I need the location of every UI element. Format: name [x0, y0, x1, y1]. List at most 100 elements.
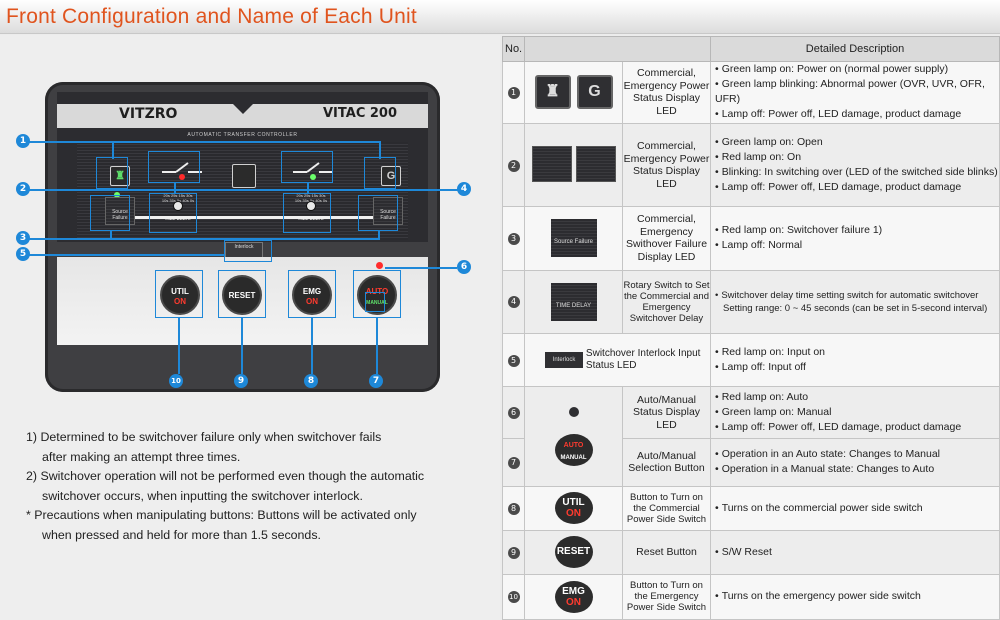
highlight-emg-failure — [358, 195, 398, 231]
desc-line: Lamp off: Power off, LED damage, product… — [715, 420, 999, 435]
callout-line — [28, 254, 224, 256]
desc-line: Green lamp on: Manual — [715, 405, 999, 420]
callout-line — [385, 267, 457, 269]
desc-line: Lamp off: Power off, LED damage, product… — [715, 107, 999, 122]
desc-line: Blinking: In switching over (LED of the … — [715, 165, 999, 180]
row-number: 9 — [507, 546, 520, 559]
callout-9: 9 — [234, 374, 248, 388]
highlight-util-led — [96, 157, 128, 189]
page-title: Front Configuration and Name of Each Uni… — [6, 5, 417, 28]
notes: 1) Determined to be switchover failure o… — [26, 428, 496, 545]
emg-label: EMG — [302, 287, 322, 296]
row-description: Turns on the emergency power side switch — [710, 573, 1000, 620]
util-time-delay-dial[interactable]: 20s 25s 15s 30s 10s 35s 5s 40s 0s 45s TI… — [160, 193, 196, 223]
header-blank — [524, 36, 711, 62]
row-name: Commercial, Emergency Swithover Failure … — [622, 206, 711, 271]
desc-line: Red lamp on: On — [715, 150, 999, 165]
highlight-util-switch — [148, 151, 200, 183]
table-row: 5 Interlock Switchover Interlock Input S… — [502, 333, 1000, 388]
row-description: Green lamp on: Open Red lamp on: On Blin… — [710, 123, 1000, 208]
desc-line: Green lamp on: Power on (normal power su… — [715, 62, 999, 77]
note-line: switchover occurs, when inputting the sw… — [42, 488, 363, 503]
generator-icon: G — [381, 166, 401, 186]
highlight-util-dial — [149, 193, 197, 233]
left-section: VITZRO VITAC 200 AUTOMATIC TRANSFER CONT… — [0, 35, 500, 620]
note-line: 1) Determined to be switchover failure o… — [26, 430, 382, 444]
row-image: UTIL ON — [524, 485, 623, 531]
row-number: 8 — [507, 502, 520, 515]
callout-line — [178, 318, 180, 374]
callout-3: 3 — [16, 231, 30, 245]
callout-4: 4 — [457, 182, 471, 196]
interlock-indicator: Interlock — [545, 352, 583, 369]
row-number: 10 — [507, 591, 520, 604]
dial-knob[interactable] — [173, 201, 183, 211]
utility-tower-icon: ♜ — [110, 166, 130, 186]
brand-logo-right: VITAC 200 — [323, 106, 398, 121]
callout-8: 8 — [304, 374, 318, 388]
switch-symbol-icon — [575, 145, 616, 182]
dial-knob[interactable] — [306, 201, 316, 211]
row-number: 3 — [507, 232, 520, 245]
row-description: Green lamp on: Power on (normal power su… — [710, 60, 1000, 125]
callout-line — [174, 183, 176, 193]
row-number: 1 — [507, 86, 520, 99]
auto-label: AUTO — [563, 442, 584, 450]
auto-led-icon — [568, 407, 579, 418]
unit-description-table: No. Detailed Description 1 ♜G Commercial… — [502, 36, 1000, 620]
row-description: Switchover delay time setting switch for… — [710, 269, 1000, 335]
util-label: UTIL — [562, 497, 585, 509]
table-row: 3 Source Failure Commercial, Emergency S… — [502, 206, 1000, 271]
callout-line — [311, 318, 313, 374]
callout-line — [376, 318, 378, 374]
util-on-button[interactable]: UTIL ON — [160, 275, 200, 315]
table-header-row: No. Detailed Description — [502, 36, 1000, 62]
row-description: Red lamp on: Switchover failure 1) Lamp … — [710, 206, 1000, 271]
callout-line — [112, 141, 380, 143]
reset-label: RESET — [228, 291, 256, 300]
callout-5: 5 — [16, 247, 30, 261]
row-number: 5 — [507, 354, 520, 367]
auto-manual-button[interactable]: AUTO MANUAL — [357, 275, 397, 315]
callout-2: 2 — [16, 182, 30, 196]
on-label: ON — [306, 297, 318, 306]
row-number: 6 — [507, 406, 520, 419]
emg-time-delay-dial[interactable]: 20s 25s 15s 30s 10s 35s 5s 40s 0s 45s TI… — [293, 193, 329, 223]
highlight-util-failure — [90, 195, 130, 231]
desc-line: Red lamp on: Input on — [715, 345, 999, 360]
bus-line — [132, 216, 392, 219]
row-name: Rotary Switch to Set the Commercial and … — [622, 269, 711, 335]
util-switch-led — [179, 174, 185, 180]
desc-line: S/W Reset — [715, 545, 999, 560]
utility-tower-icon: ♜ — [534, 75, 571, 110]
row-description: Turns on the commercial power side switc… — [710, 485, 1000, 531]
reset-button-icon: RESET — [554, 536, 593, 569]
header-no: No. — [502, 36, 525, 62]
row-image: Source Failure — [524, 206, 623, 271]
callout-line — [307, 183, 309, 193]
on-label: ON — [174, 297, 186, 306]
row-name: Auto/Manual Selection Button — [622, 437, 711, 487]
note-line: after making an attempt three times. — [42, 449, 241, 464]
emg-source-failure-label: Source Failure — [373, 197, 403, 225]
callout-line — [112, 141, 114, 159]
emg-on-button[interactable]: EMG ON — [292, 275, 332, 315]
manual-label: MANUAL — [560, 455, 587, 462]
controller-device: VITZRO VITAC 200 AUTOMATIC TRANSFER CONT… — [45, 82, 440, 392]
header-description: Detailed Description — [710, 36, 1000, 62]
row-name: Commercial, Emergency Power Status Displ… — [622, 60, 711, 125]
reset-button[interactable]: RESET — [222, 275, 262, 315]
desc-line: Lamp off: Normal — [715, 238, 999, 253]
table-row: 8 UTIL ON Button to Turn on the Commerci… — [502, 485, 1000, 531]
switch-symbol-icon — [531, 145, 572, 182]
desc-line: Lamp off: Power off, LED damage, product… — [715, 180, 999, 195]
row-image: ♜G — [524, 60, 623, 125]
desc-line: Operation in an Auto state: Changes to M… — [715, 447, 999, 462]
note-line: when pressed and held for more than 1.5 … — [42, 527, 321, 542]
callout-line — [28, 238, 380, 240]
desc-line: Red lamp on: Switchover failure 1) — [715, 223, 999, 238]
callout-1: 1 — [16, 134, 30, 148]
note-line: * Precautions when manipulating buttons:… — [26, 508, 417, 522]
row-number: 2 — [507, 159, 520, 172]
callout-line — [241, 318, 243, 374]
